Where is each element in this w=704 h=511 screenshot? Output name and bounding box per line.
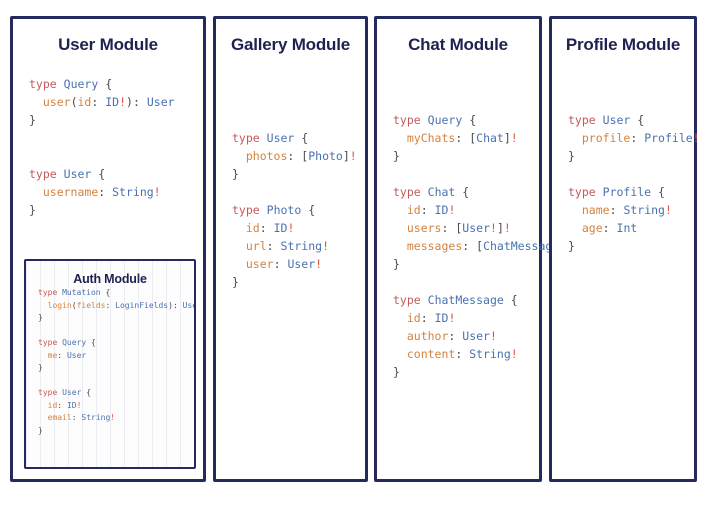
code-line: id: ID! bbox=[47, 400, 82, 410]
module-title-gallery: Gallery Module bbox=[230, 35, 351, 54]
code-line bbox=[393, 273, 539, 291]
code-line bbox=[29, 57, 203, 75]
code-line: name: String! bbox=[581, 202, 672, 217]
code-line bbox=[568, 57, 694, 75]
code-line: } bbox=[393, 364, 400, 379]
code-line bbox=[232, 57, 365, 75]
code-line: } bbox=[568, 238, 575, 253]
code-line: user(id: ID!): User bbox=[42, 94, 175, 109]
code-line: user: User! bbox=[245, 256, 323, 271]
code-line: } bbox=[29, 202, 36, 217]
code-line bbox=[29, 129, 203, 147]
code-line: } bbox=[38, 425, 43, 435]
code-line: content: String! bbox=[406, 346, 518, 361]
code-line: me: User bbox=[47, 350, 87, 360]
module-title-auth: Auth Module bbox=[73, 272, 147, 286]
code-line bbox=[232, 111, 365, 129]
code-line: url: String! bbox=[245, 238, 329, 253]
schema-code-profile: type User { profile: Profile!} type Profi… bbox=[552, 57, 700, 255]
code-line: } bbox=[393, 256, 400, 271]
code-line: messages: [ChatMessage]! bbox=[406, 238, 573, 253]
code-line: type User { bbox=[568, 112, 645, 127]
code-line bbox=[232, 75, 365, 93]
module-panel-gallery[interactable]: Gallery Module type User { photos: [Phot… bbox=[213, 16, 368, 482]
code-line bbox=[568, 93, 694, 111]
code-line: type ChatMessage { bbox=[393, 292, 518, 307]
code-line: email: String! bbox=[47, 413, 116, 423]
code-line bbox=[232, 183, 365, 201]
code-line: profile: Profile! bbox=[581, 130, 700, 145]
code-line: id: ID! bbox=[406, 310, 456, 325]
code-line: type Chat { bbox=[393, 184, 470, 199]
code-line: type Photo { bbox=[232, 202, 316, 217]
code-line bbox=[393, 75, 539, 93]
code-line: type Mutation { bbox=[38, 288, 111, 298]
code-line: type User { bbox=[29, 166, 106, 181]
code-line bbox=[38, 375, 194, 388]
code-line bbox=[568, 165, 694, 183]
code-line: login(fields: LoginFields): User bbox=[47, 300, 194, 310]
code-line bbox=[38, 325, 194, 338]
code-line: } bbox=[393, 148, 400, 163]
module-panel-chat[interactable]: Chat Module type Query { myChats: [Chat]… bbox=[374, 16, 573, 482]
code-line: type Query { bbox=[38, 338, 96, 348]
code-line: id: ID! bbox=[245, 220, 295, 235]
code-line: type Profile { bbox=[568, 184, 665, 199]
code-line: type Query { bbox=[393, 112, 477, 127]
code-line: } bbox=[38, 363, 43, 373]
module-panel-profile[interactable]: Profile Module type User { profile: Prof… bbox=[549, 16, 700, 482]
code-line: type User { bbox=[38, 388, 92, 398]
code-line: type User { bbox=[232, 130, 309, 145]
code-line bbox=[568, 75, 694, 93]
module-title-user: User Module bbox=[58, 35, 158, 54]
code-line: age: Int bbox=[581, 220, 638, 235]
code-line: } bbox=[38, 313, 43, 323]
code-line bbox=[393, 165, 539, 183]
code-line: } bbox=[29, 112, 36, 127]
code-line: } bbox=[232, 166, 239, 181]
module-title-chat: Chat Module bbox=[408, 35, 508, 54]
module-panel-auth[interactable]: Auth Module type Mutation { login(fields… bbox=[24, 259, 196, 469]
code-line: author: User! bbox=[406, 328, 497, 343]
code-line: } bbox=[232, 274, 239, 289]
code-line bbox=[232, 93, 365, 111]
code-line bbox=[29, 147, 203, 165]
schema-code-chat: type Query { myChats: [Chat]!} type Chat … bbox=[377, 57, 573, 381]
module-panel-user[interactable]: User Module type Query { user(id: ID!): … bbox=[10, 16, 206, 482]
schema-code-auth: type Mutation { login(fields: LoginField… bbox=[26, 287, 194, 437]
code-line: type Query { bbox=[29, 76, 113, 91]
code-line bbox=[393, 57, 539, 75]
code-line: id: ID! bbox=[406, 202, 456, 217]
code-line: username: String! bbox=[42, 184, 161, 199]
schema-code-gallery: type User { photos: [Photo]!} type Photo … bbox=[216, 57, 365, 291]
code-line: users: [User!]! bbox=[406, 220, 511, 235]
code-line: photos: [Photo]! bbox=[245, 148, 357, 163]
code-line: } bbox=[568, 148, 575, 163]
schema-code-user: type Query { user(id: ID!): User} type Us… bbox=[13, 57, 203, 219]
code-line: myChats: [Chat]! bbox=[406, 130, 518, 145]
module-title-profile: Profile Module bbox=[565, 35, 681, 54]
code-line bbox=[393, 93, 539, 111]
